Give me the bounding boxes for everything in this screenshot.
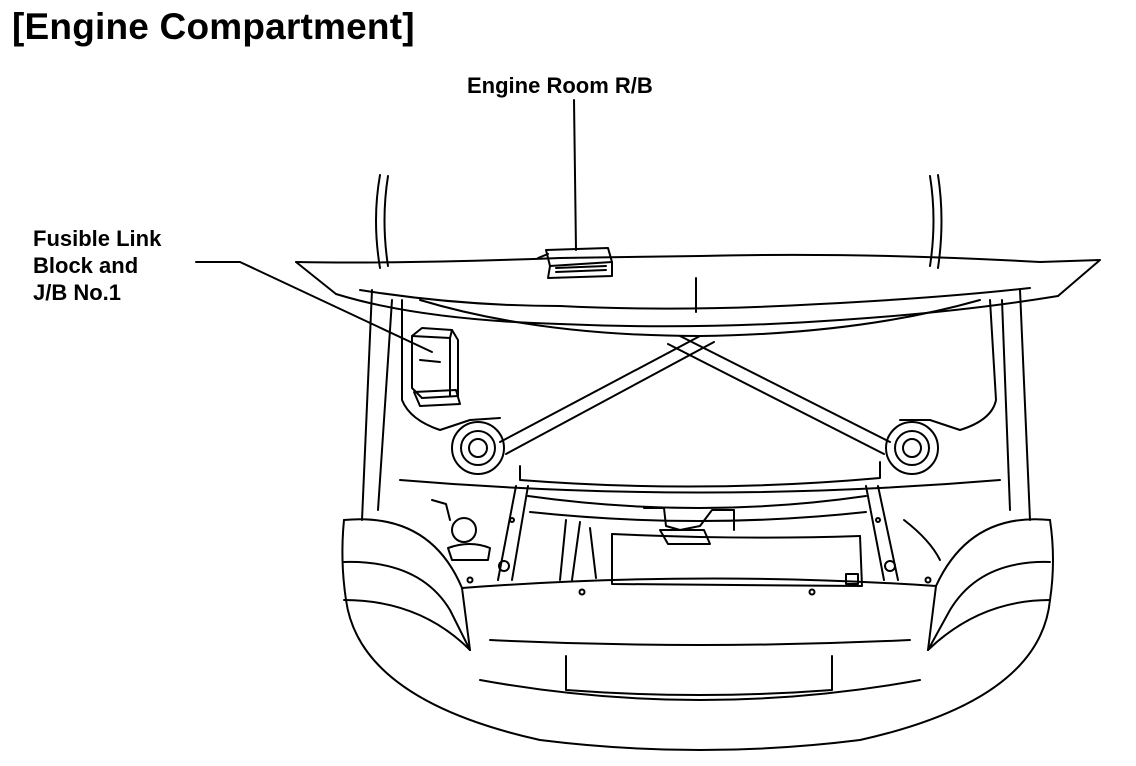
engine-room-rb-box [537, 247, 613, 279]
front-bumper [341, 518, 1054, 751]
diagram-title: [Engine Compartment] [12, 6, 415, 47]
fusible-link-label-line-3: J/B No.1 [33, 280, 122, 305]
fusible-link-label-line-2: Block and [33, 253, 139, 278]
hood [295, 174, 1101, 337]
fusible-link-label-line-1: Fusible Link [33, 226, 162, 251]
leader-lines [195, 99, 577, 353]
fusible-link-leader [195, 261, 433, 353]
fender-walls [361, 289, 1031, 521]
radiator-support [497, 485, 899, 581]
engine-room-rb-leader [573, 99, 577, 251]
engine-room-rb-label: Engine Room R/B [467, 73, 653, 98]
fusible-link-label: Fusible Link Block and J/B No.1 [33, 225, 161, 306]
engine-components [431, 499, 941, 587]
firewall [399, 461, 1001, 494]
fusible-link-block-box [411, 327, 461, 407]
strut-towers [451, 421, 939, 475]
strut-brace [499, 335, 891, 455]
